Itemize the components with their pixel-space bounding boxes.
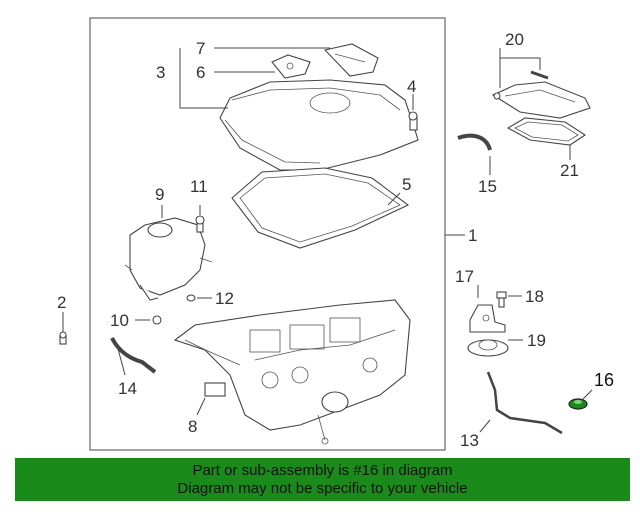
info-banner: Part or sub-assembly is #16 in diagram D… <box>15 458 630 501</box>
callout-16: 16 <box>594 370 614 390</box>
callout-21: 21 <box>560 161 579 180</box>
main-unit <box>173 299 411 445</box>
callout-15: 15 <box>478 177 497 196</box>
part-4-bolt <box>408 111 418 131</box>
callout-1: 1 <box>468 226 477 245</box>
leader-lines <box>62 47 593 433</box>
callout-9: 9 <box>155 185 164 204</box>
callout-14: 14 <box>118 379 137 398</box>
banner-line-1: Part or sub-assembly is #16 in diagram <box>192 462 453 479</box>
part-18-bolt <box>496 291 507 308</box>
part-17-bracket <box>469 304 506 333</box>
callout-12: 12 <box>215 289 234 308</box>
callout-2: 2 <box>57 293 66 312</box>
callout-18: 18 <box>525 287 544 306</box>
callout-11: 11 <box>190 177 208 196</box>
part-6-plate <box>271 54 311 79</box>
assembly-frame <box>89 17 446 451</box>
parts-diagram: 7 6 3 4 5 1 9 11 12 10 14 8 2 20 15 21 1… <box>57 17 614 451</box>
callout-20: 20 <box>505 30 524 49</box>
callout-17: 17 <box>455 267 474 286</box>
part-19-mount <box>467 339 509 357</box>
part-16-highlighted <box>568 398 588 410</box>
part-15-hose <box>457 133 492 151</box>
part-9-reservoir <box>124 217 213 301</box>
part-14-hose <box>110 337 157 374</box>
callout-8: 8 <box>188 417 197 436</box>
part-12-oring <box>186 294 196 302</box>
part-3-cover <box>219 79 419 171</box>
part-7-bracket <box>323 43 379 77</box>
callout-13: 13 <box>460 431 479 450</box>
callout-10: 10 <box>110 311 129 330</box>
part-2-bolt <box>59 331 67 345</box>
part-10-clamp <box>152 315 162 325</box>
part-21-gasket <box>506 117 587 146</box>
callout-5: 5 <box>402 175 411 194</box>
banner-line-2: Diagram may not be specific to your vehi… <box>177 480 468 497</box>
part-13-pipe <box>486 371 563 435</box>
part-5-gasket <box>231 167 410 249</box>
part-11-bolt <box>195 215 205 233</box>
callout-19: 19 <box>527 331 546 350</box>
callout-7: 7 <box>196 39 205 58</box>
part-20-cover <box>491 70 591 119</box>
callout-4: 4 <box>407 77 416 96</box>
callout-3: 3 <box>156 63 165 82</box>
callout-6: 6 <box>196 63 205 82</box>
part-8-label <box>204 382 226 397</box>
